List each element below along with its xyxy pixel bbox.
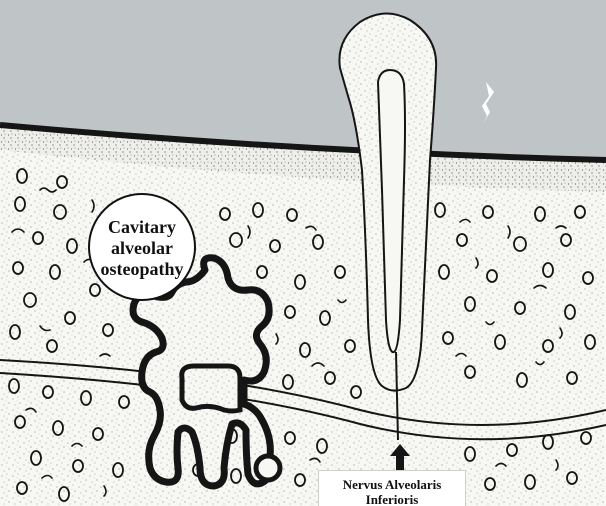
cavitary-alveolar-osteopathy-label: Cavitary alveolar osteopathy [88,193,196,301]
lesion-bulb-right [256,456,280,480]
lesion-label-line-2: alveolar [111,238,173,259]
nervus-alveolaris-inferioris-label: Nervus Alveolaris Inferioris [318,470,466,506]
lesion-label-line-1: Cavitary [108,217,176,238]
lesion-label-line-3: osteopathy [100,259,183,280]
nerve-label-line-2: Inferioris [319,492,465,506]
lesion-inner-chamber [182,366,240,411]
nerve-label-line-1: Nervus Alveolaris [319,477,465,492]
